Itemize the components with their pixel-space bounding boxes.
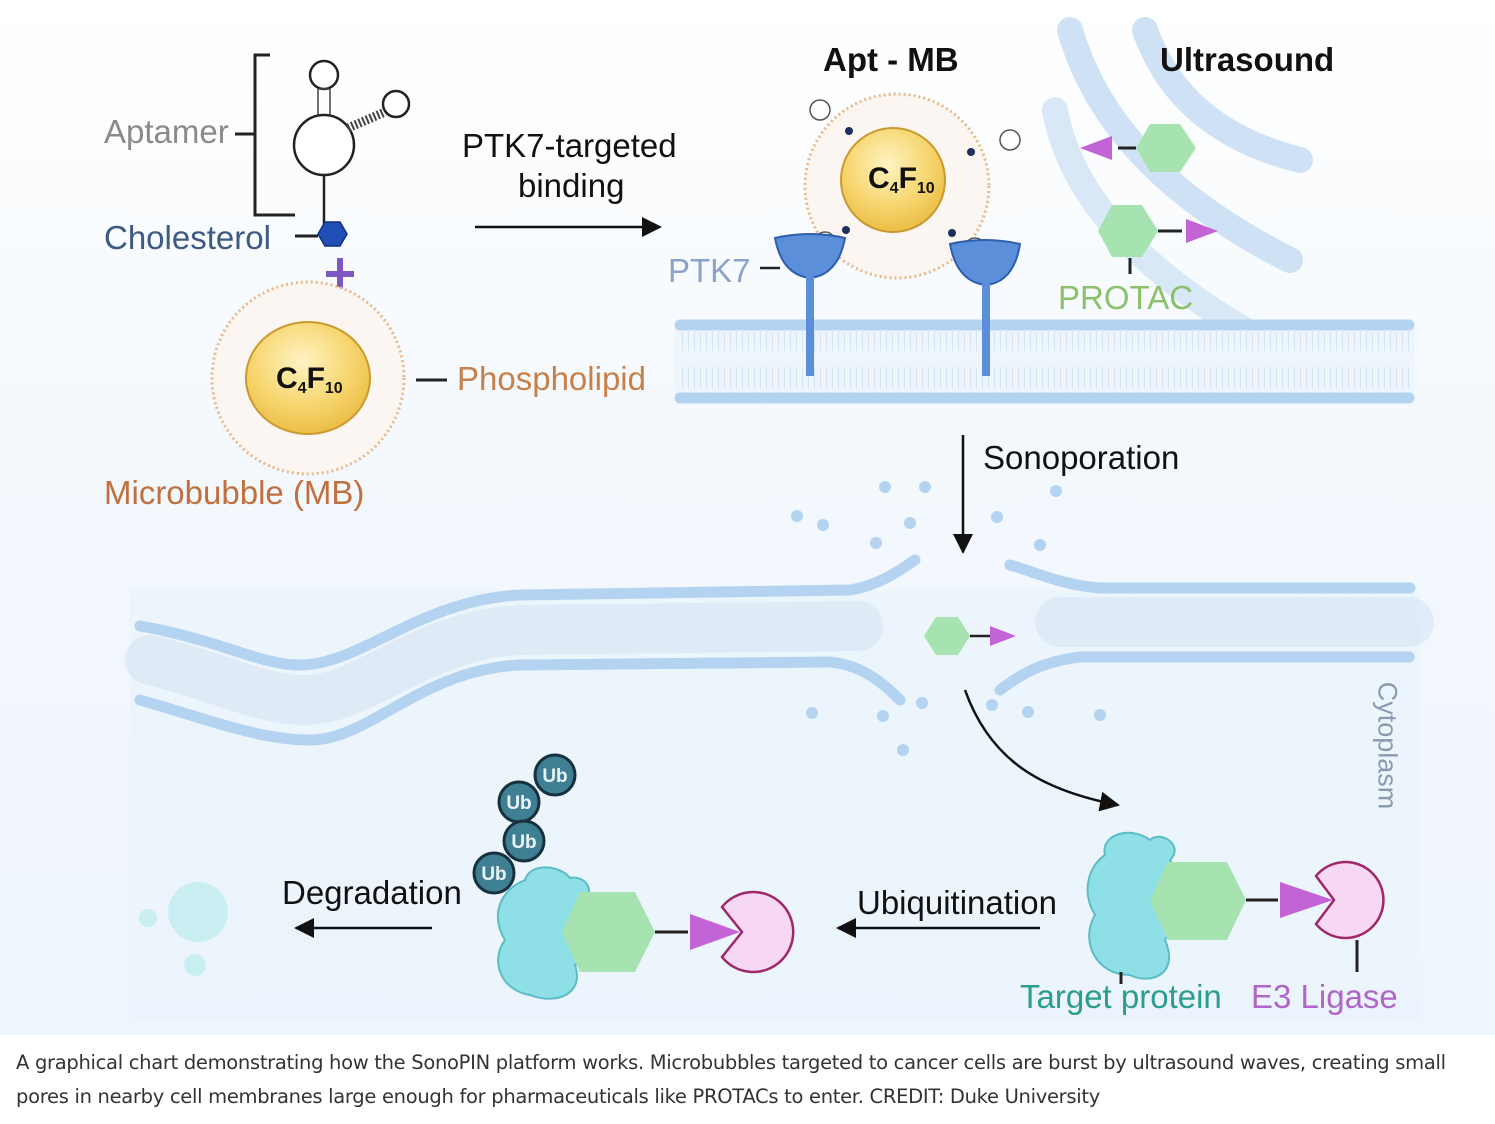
target-protein-label: Target protein (1020, 978, 1222, 1015)
e3-ligase (720, 890, 795, 974)
lipid (919, 481, 931, 493)
protein-fragment (184, 954, 206, 976)
ternary-complex-left: Ub Ub Ub Ub (472, 753, 795, 1000)
lipid (1094, 709, 1106, 721)
protac-hexagon (1136, 124, 1196, 172)
membrane-heads-outer-left (134, 554, 921, 671)
lipid (897, 744, 909, 756)
degradation-label: Degradation (282, 874, 462, 911)
lipid (916, 697, 928, 709)
membrane-body (675, 322, 1415, 400)
ptk7-receptor-cup (948, 239, 1022, 287)
ptk7-label: PTK7 (668, 252, 751, 289)
bottom-membrane (125, 554, 1435, 746)
e3-ligase (1314, 860, 1385, 940)
membrane-heads-inner-left (134, 656, 906, 746)
aptamer-loop (381, 89, 411, 119)
microbubble-label: Microbubble (MB) (104, 474, 365, 511)
aptamer-label: Aptamer (104, 113, 229, 150)
binding-step-label-line2: binding (518, 167, 625, 204)
protac-hexagon (924, 617, 970, 655)
protac-hexagon (562, 892, 655, 972)
e3-ligase-label: E3 Ligase (1251, 978, 1398, 1015)
lipid (870, 537, 882, 549)
protac-hexagon (1150, 862, 1246, 940)
lipid (817, 519, 829, 531)
lipid (991, 511, 1003, 523)
ultrasound-wave (1132, 17, 1313, 173)
binding-step-label-line1: PTK7-targeted (462, 127, 677, 164)
ptk7-receptor-stalk (806, 276, 814, 376)
sonoporation-label: Sonoporation (983, 439, 1180, 476)
membrane-tails-left (125, 601, 885, 726)
aptamer-loop (308, 59, 340, 91)
ubiquitin-label: Ub (481, 864, 506, 885)
ubiquitination-label: Ubiquitination (857, 884, 1057, 921)
apt-mb-title: Apt - MB (823, 41, 959, 78)
ubiquitin-label: Ub (542, 766, 567, 787)
gas-formula: C4F10 (276, 362, 343, 397)
ultrasound-title: Ultrasound (1160, 41, 1335, 78)
aptamer-core (292, 113, 356, 177)
diagram-canvas: Ub Ub Ub Ub C4F10 C4F10 (0, 0, 1495, 1035)
ubiquitin (533, 753, 577, 797)
membrane-heads-outer-right (1004, 559, 1416, 594)
target-protein (496, 866, 594, 1000)
cholesterol-hexagon (317, 221, 348, 247)
lipid (879, 481, 891, 493)
aptamer-microbubble (760, 92, 1022, 376)
lipid (806, 707, 818, 719)
ternary-complex-right (1086, 831, 1385, 984)
cholesterol-anchor (948, 229, 956, 237)
ubiquitin (472, 851, 516, 895)
figure-caption: A graphical chart demonstrating how the … (16, 1051, 1446, 1108)
protac-warhead (1080, 136, 1112, 160)
lipid (1022, 706, 1034, 718)
protac-hexagon (1098, 205, 1158, 257)
lipid (877, 710, 889, 722)
entry-arrow (963, 689, 1120, 812)
lipid (1034, 539, 1046, 551)
protac-warhead (690, 914, 740, 950)
protein-fragment (168, 882, 228, 942)
cholesterol-anchor (967, 148, 975, 156)
lipid (1050, 485, 1062, 497)
plus-sign (326, 258, 354, 290)
protac-molecules (1080, 124, 1218, 274)
cholesterol-label: Cholesterol (104, 219, 271, 256)
protac-entering (924, 617, 1016, 655)
protein-fragment (139, 909, 157, 927)
sonopin-diagram: Ub Ub Ub Ub C4F10 C4F10 (0, 0, 1495, 1035)
cholesterol-anchor (845, 127, 853, 135)
protac-label: PROTAC (1058, 279, 1194, 316)
phospholipid-label: Phospholipid (457, 360, 646, 397)
aptamer-glyph (809, 99, 831, 121)
lipid (791, 510, 803, 522)
gas-core (245, 321, 371, 435)
aptamer-structure (235, 53, 411, 290)
lipid (904, 517, 916, 529)
protac-warhead (990, 626, 1016, 646)
aptamer-branch (346, 107, 387, 133)
aptamer-glyph (999, 129, 1021, 151)
target-protein (1086, 831, 1181, 980)
gas-core (840, 127, 946, 233)
cholesterol-anchor (842, 226, 850, 234)
ubiquitin-label: Ub (506, 793, 531, 814)
degraded-fragments (139, 882, 228, 976)
ubiquitin (502, 819, 546, 863)
protac-warhead (1186, 219, 1218, 243)
gas-formula: C4F10 (868, 162, 935, 197)
top-membrane (674, 319, 1416, 404)
cytoplasm-label: Cytoplasm (1372, 681, 1403, 810)
microbubble (210, 280, 447, 476)
ptk7-receptor-cup (773, 233, 847, 280)
lipid (986, 699, 998, 711)
ubiquitin-label: Ub (511, 832, 536, 853)
membrane-heads-inner-right (994, 651, 1416, 696)
scattered-lipids (791, 481, 1106, 756)
protac-warhead (1280, 882, 1333, 918)
ptk7-receptor-stalk (982, 283, 990, 376)
